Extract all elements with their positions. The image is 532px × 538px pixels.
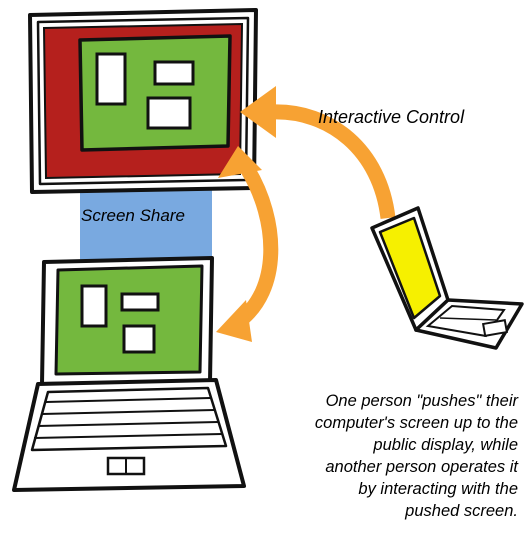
sharing-laptop-icon [12, 256, 246, 492]
caption-line: One person "pushes" their [325, 392, 518, 410]
interactive-control-arrow-icon [240, 86, 396, 220]
caption-line: by interacting with the [358, 480, 518, 498]
interactive-control-label: Interactive Control [318, 107, 465, 127]
caption-line: pushed screen. [405, 502, 518, 520]
two-way-arrow-icon [216, 146, 279, 342]
public-display-icon [28, 8, 258, 194]
caption: One person "pushes" their computer's scr… [268, 390, 518, 522]
caption-line: computer's screen up to the [314, 414, 518, 432]
screen-share-label: Screen Share [81, 206, 185, 225]
caption-line: another person operates it [325, 458, 518, 476]
remote-laptop-icon [370, 206, 524, 350]
caption-line: public display, while [373, 436, 518, 454]
